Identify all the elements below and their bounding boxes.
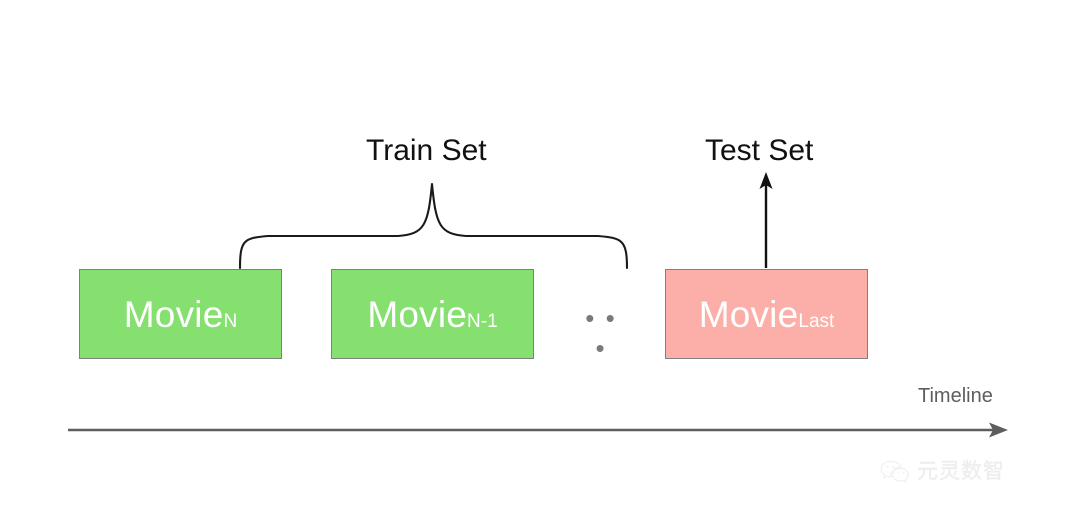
test-set-arrow <box>759 172 773 268</box>
train-set-brace <box>238 182 629 270</box>
movie-box-last-label: Movie <box>698 293 799 335</box>
wechat-icon <box>880 460 909 483</box>
movie-box-n-minus-1-label: Movie <box>367 293 468 335</box>
train-set-title: Train Set <box>366 134 487 167</box>
timeline-label: Timeline <box>918 385 993 407</box>
movie-box-last-subscript: Last <box>798 310 835 332</box>
movie-box-n-minus-1-subscript: N-1 <box>467 310 498 332</box>
watermark: 元灵数智 <box>880 459 1005 483</box>
watermark-text: 元灵数智 <box>917 459 1005 483</box>
movie-box-n-label: Movie <box>123 293 224 335</box>
timeline-axis <box>68 422 1008 438</box>
ellipsis-separator: • • • <box>585 303 617 363</box>
movie-box-n-subscript: N <box>223 310 238 332</box>
test-set-title: Test Set <box>705 134 814 167</box>
